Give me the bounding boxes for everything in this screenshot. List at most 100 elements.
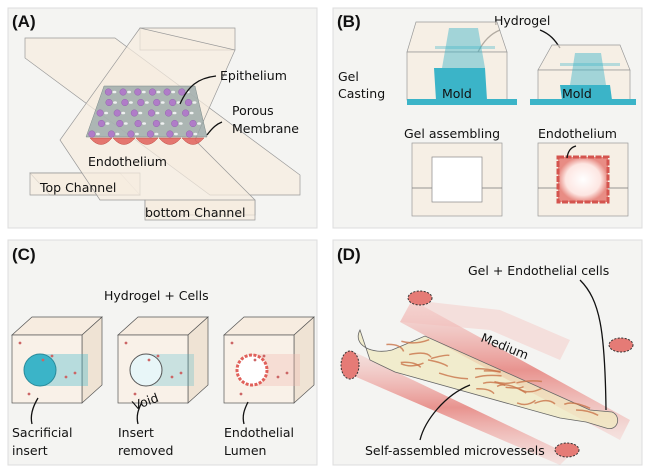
endothelial-cell — [135, 137, 159, 145]
membrane-pore — [104, 111, 109, 115]
endothelial-lumen — [235, 353, 269, 387]
gel-assembled-block — [411, 142, 503, 217]
panel-c-label: (C) — [12, 245, 36, 264]
membrane-pore — [197, 122, 202, 125]
gel-endo-label: Gel + Endothelial cells — [468, 263, 609, 278]
microvessel-branch — [408, 352, 432, 358]
microvessel-branch — [401, 339, 430, 344]
epithelial-cell — [163, 88, 171, 96]
epithelial-cell — [134, 119, 142, 127]
epithelial-cell — [165, 109, 173, 117]
sacrificial-label-2: insert — [12, 443, 48, 458]
epithelial-cell — [104, 88, 112, 96]
gel-casting-left: Mold — [406, 21, 517, 105]
epithelial-cell — [166, 130, 174, 138]
gel-casting-label-1: Gel — [338, 69, 359, 84]
microvessel-branch — [430, 354, 450, 360]
cell-dot — [147, 358, 151, 362]
cell-dot — [285, 371, 289, 375]
microvessel-branch — [476, 387, 495, 395]
membrane-pore — [127, 90, 132, 94]
bottom-channel-label: bottom Channel — [145, 205, 246, 220]
sacrificial-label-1: Sacrificial — [12, 425, 72, 440]
cell-dot — [18, 341, 22, 345]
endothelialized-block — [537, 142, 629, 217]
epithelial-cell — [116, 119, 124, 127]
epithelial-cell — [169, 98, 177, 106]
microvessel-branch — [494, 380, 516, 385]
microvessel-branch — [400, 362, 424, 367]
microvessel-branch — [474, 374, 502, 379]
epithelial-cell — [97, 119, 105, 127]
membrane-pore — [144, 101, 149, 104]
cell-dot — [230, 341, 234, 345]
epithelial-cell — [152, 119, 160, 127]
gel-chamber — [357, 328, 619, 430]
membrane-pore — [138, 111, 143, 115]
epithelial-cell — [153, 98, 161, 106]
cell-dot — [64, 375, 68, 379]
epithelial-cell — [130, 109, 138, 117]
epithelial-cell — [127, 130, 135, 138]
panel-a: (A) Epithelium Porous Membrane Endotheli… — [7, 7, 318, 229]
epithelial-cell — [148, 88, 156, 96]
void — [129, 353, 163, 387]
epithelial-cell — [171, 119, 179, 127]
epithelial-cell — [105, 98, 113, 106]
epithelial-cell — [88, 130, 96, 138]
cell-dot — [253, 358, 257, 362]
epithelial-cell — [184, 98, 192, 106]
microvessels-label: Self-assembled microvessels — [365, 443, 545, 458]
hydrogel-label: Hydrogel — [494, 13, 550, 28]
cell-dot — [156, 354, 160, 358]
epithelium-label: Epithelium — [220, 68, 287, 83]
microvessel-branch — [576, 409, 599, 417]
membrane-pore — [128, 101, 133, 104]
membrane-pore — [173, 132, 178, 136]
membrane-pore — [155, 111, 160, 115]
membrane-pore — [95, 132, 100, 136]
microvessel-branch — [505, 385, 525, 389]
lumen-leader — [242, 401, 249, 425]
microvessel-branch — [427, 359, 449, 368]
endothelial-cell — [181, 137, 205, 145]
epithelial-cell — [137, 98, 145, 106]
sacrificial-insert — [23, 353, 57, 387]
microvessel-branch — [516, 399, 536, 406]
membrane-pore — [172, 111, 177, 115]
cell-dot — [73, 371, 77, 375]
endothelium-cells — [89, 137, 205, 145]
microvessel-branch — [516, 380, 543, 384]
membrane-pore — [105, 122, 110, 125]
membrane-pore — [121, 111, 126, 115]
insert-removed-label-1: Insert — [118, 425, 154, 440]
endothelial-lumen-label-1: Endothelial — [224, 425, 294, 440]
mold-label-right: Mold — [562, 86, 592, 101]
epithelial-cell — [113, 109, 121, 117]
membrane-pore — [115, 132, 120, 136]
microvessel-branch — [386, 343, 405, 352]
microvessel-branch — [438, 372, 469, 380]
panel-b-label: (B) — [337, 12, 361, 31]
microvessel-branch — [563, 402, 591, 410]
microvessels — [386, 339, 599, 417]
endothelial-cell — [89, 137, 113, 145]
top-channel-label: Top Channel — [39, 180, 116, 195]
epithelial-cell — [189, 119, 197, 127]
epithelial-cell — [121, 98, 129, 106]
cell-dot — [179, 371, 183, 375]
cell-dot — [276, 375, 280, 379]
gel-casting-label-2: Casting — [338, 86, 385, 101]
epithelium-leader — [179, 75, 217, 105]
membrane-pore — [176, 101, 181, 104]
cell-dot — [124, 341, 128, 345]
insert-blocks — [11, 316, 315, 404]
endothelium-label: Endothelium — [88, 154, 167, 169]
hydrogel-cells-label: Hydrogel + Cells — [104, 288, 209, 303]
membrane-pore — [192, 101, 197, 104]
cell-dot — [170, 375, 174, 379]
cell-dot — [27, 392, 31, 396]
cell-dot — [239, 392, 243, 396]
epithelial-cell — [178, 88, 186, 96]
endothelial-cell — [158, 137, 182, 145]
